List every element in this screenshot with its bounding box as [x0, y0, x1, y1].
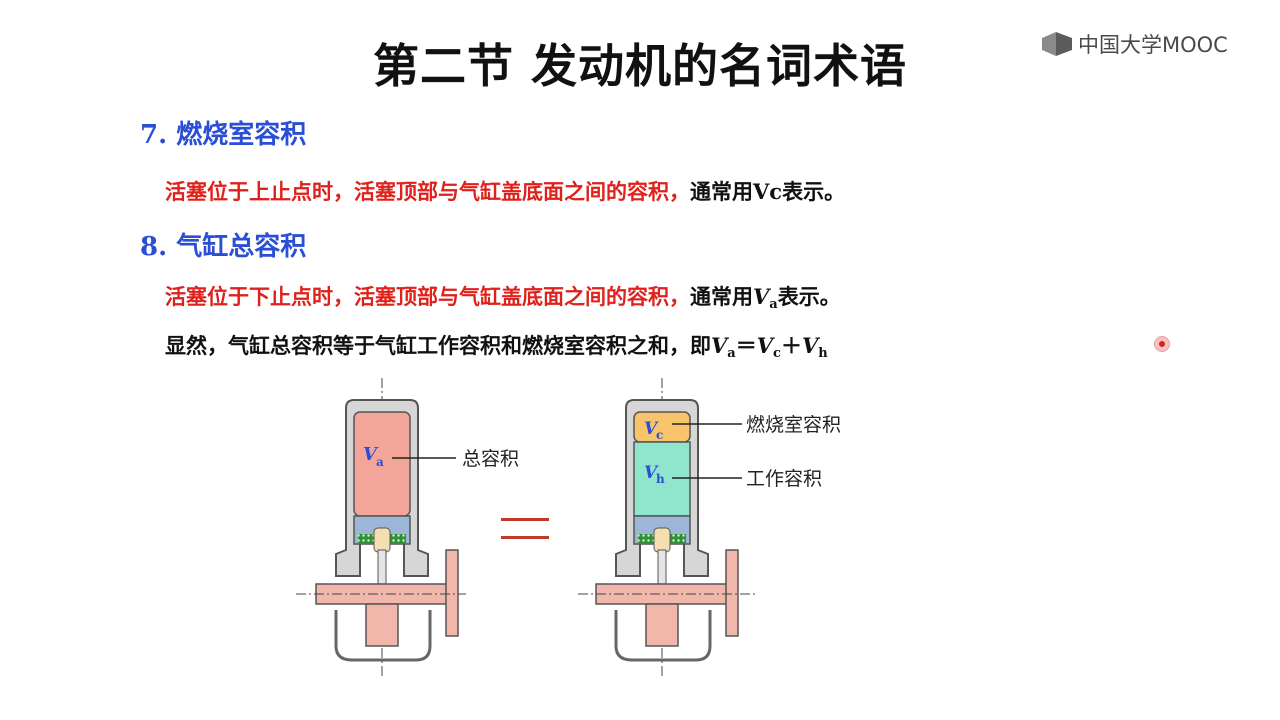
section-7-definition-red: 活塞位于上止点时，活塞顶部与气缸盖底面之间的容积， [165, 179, 690, 204]
volume-equation-prefix: 显然，气缸总容积等于气缸工作容积和燃烧室容积之和，即 [165, 333, 711, 358]
mooc-logo-icon [1042, 32, 1072, 56]
section-7-definition-black: 通常用Vc表示。 [690, 179, 846, 204]
combustion-volume-label: 燃烧室容积 [746, 414, 841, 436]
section-8-heading: 8. 气缸总容积 [140, 232, 307, 262]
section-7-heading: 7. 燃烧室容积 [140, 120, 307, 150]
right-vh-sub: h [656, 472, 665, 486]
va-symbol: Va [753, 284, 778, 312]
va-symbol-var: V [753, 284, 770, 309]
mooc-logo-text: 中国大学MOOC [1078, 33, 1228, 57]
left-cylinder: V a 总容积 [296, 378, 519, 678]
eq-plus: ＋ [780, 333, 802, 358]
right-vh-label: V [644, 463, 659, 483]
left-va-sub: a [376, 455, 384, 469]
section-8-definition-pre: 通常用 [690, 284, 753, 309]
total-volume-label: 总容积 [462, 448, 519, 470]
left-va-label: V [363, 444, 379, 465]
right-cylinder: V c 燃烧室容积 V h 工作容积 [578, 378, 841, 678]
eq-vh: Vh [801, 333, 828, 361]
eq-equals: ＝ [735, 333, 757, 358]
eq-vh-var: V [801, 333, 819, 358]
va-symbol-sub: a [769, 297, 778, 312]
eq-vc-var: V [756, 333, 774, 358]
section-8-definition: 活塞位于下止点时，活塞顶部与气缸盖底面之间的容积，通常用Va表示。 [165, 281, 841, 312]
mooc-logo: 中国大学MOOC [1040, 28, 1228, 60]
eq-vc: Vc [756, 333, 781, 361]
volume-equation-line: 显然，气缸总容积等于气缸工作容积和燃烧室容积之和，即Va＝Vc＋Vh [165, 330, 828, 361]
right-vc-sub: c [656, 428, 663, 442]
slide-title: 第二节 发动机的名词术语 [372, 39, 907, 93]
eq-vh-sub: h [818, 346, 828, 361]
working-volume-label: 工作容积 [746, 468, 822, 490]
equals-sign [501, 518, 549, 539]
section-8-definition-post: 表示。 [777, 284, 841, 309]
laser-pointer-dot [1155, 337, 1169, 351]
section-8-definition-red: 活塞位于下止点时，活塞顶部与气缸盖底面之间的容积， [165, 284, 690, 309]
right-vc-label: V [644, 419, 659, 439]
eq-va-sub: a [727, 346, 736, 361]
eq-va-var: V [711, 333, 728, 358]
eq-vc-sub: c [773, 346, 781, 361]
eq-va: Va [711, 333, 736, 361]
section-7-definition: 活塞位于上止点时，活塞顶部与气缸盖底面之间的容积，通常用Vc表示。 [165, 176, 845, 206]
cylinder-diagram: V a 总容积 V c 燃烧室容积 V h 工作容积 [296, 378, 841, 678]
